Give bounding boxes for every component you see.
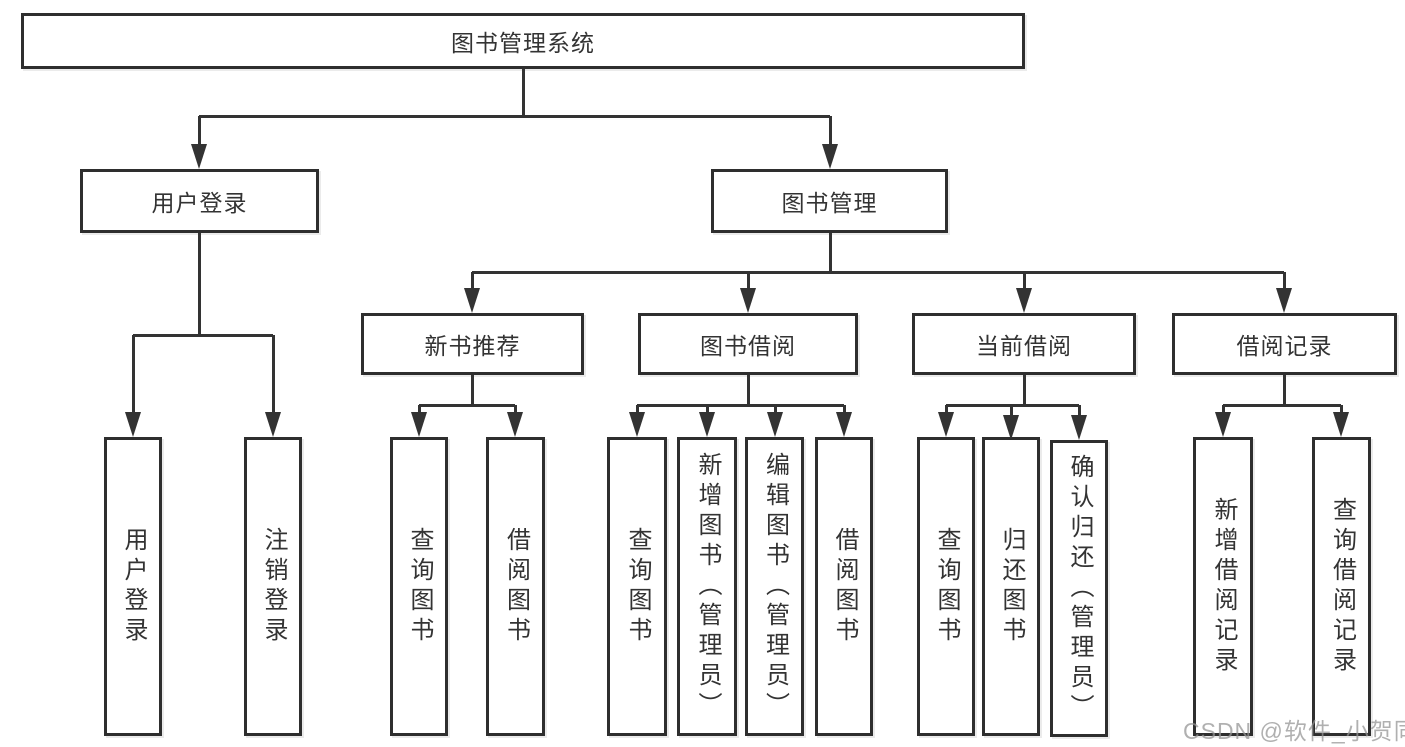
- leaf-add-borrow-record: 新增借阅记录: [1193, 437, 1253, 736]
- node-library-management-system: 图书管理系统: [21, 13, 1025, 69]
- node-label: 图书借阅: [700, 333, 796, 359]
- node-user-login-branch: 用户登录: [80, 169, 319, 233]
- node-label: 借阅记录: [1236, 333, 1333, 359]
- leaf-edit-books-admin: 编辑图书（管理员）: [745, 437, 804, 736]
- node-label: 新增借阅记录: [1210, 496, 1237, 677]
- arrowhead-down-icon: [822, 144, 838, 169]
- connector-line: [198, 233, 201, 335]
- connector-line: [829, 233, 832, 272]
- connector-line: [272, 335, 275, 419]
- node-book-management-branch: 图书管理: [711, 169, 948, 233]
- arrowhead-down-icon: [1071, 415, 1087, 440]
- leaf-borrow-books-1: 借阅图书: [486, 437, 545, 736]
- node-label: 查询图书: [933, 526, 960, 647]
- node-label: 用户登录: [151, 190, 248, 216]
- arrowhead-down-icon: [411, 412, 427, 437]
- node-book-borrowing: 图书借阅: [638, 313, 858, 375]
- connector-line: [1078, 405, 1081, 422]
- arrowhead-down-icon: [938, 412, 954, 437]
- leaf-return-books: 归还图书: [982, 437, 1040, 736]
- node-label: 用户登录: [120, 526, 147, 647]
- connector-line: [419, 404, 515, 407]
- node-label: 查询图书: [406, 526, 433, 647]
- arrowhead-down-icon: [1016, 288, 1032, 313]
- node-label: 当前借阅: [976, 333, 1072, 359]
- connector-line: [747, 272, 750, 295]
- arrowhead-down-icon: [464, 288, 480, 313]
- node-label: 查询图书: [624, 526, 651, 647]
- watermark-text: CSDN @软件_小贺同学: [1183, 718, 1405, 744]
- connector-line: [471, 375, 474, 405]
- connector-line: [637, 404, 844, 407]
- node-new-book-recommend: 新书推荐: [361, 313, 584, 375]
- arrowhead-down-icon: [191, 144, 207, 169]
- node-label: 新书推荐: [424, 333, 521, 359]
- connector-line: [198, 116, 201, 151]
- node-label: 编辑图书（管理员）: [761, 451, 789, 722]
- leaf-add-books-admin: 新增图书（管理员）: [677, 437, 737, 736]
- connector-line: [747, 375, 750, 405]
- node-borrowing-records: 借阅记录: [1172, 313, 1397, 375]
- leaf-user-login: 用户登录: [104, 437, 162, 736]
- node-current-borrowing: 当前借阅: [912, 313, 1136, 375]
- node-label: 新增图书（管理员）: [694, 451, 721, 722]
- arrowhead-down-icon: [1003, 415, 1019, 440]
- connector-line: [1223, 404, 1341, 407]
- node-label: 归还图书: [998, 526, 1025, 647]
- connector-line: [829, 116, 832, 151]
- arrowhead-down-icon: [836, 412, 852, 437]
- arrowhead-down-icon: [265, 412, 281, 437]
- leaf-logout: 注销登录: [244, 437, 302, 736]
- connector-line: [522, 69, 525, 116]
- connector-line: [132, 335, 135, 419]
- node-label: 图书管理系统: [451, 30, 595, 56]
- node-label: 借阅图书: [502, 526, 530, 647]
- node-label: 图书管理: [781, 190, 878, 216]
- leaf-query-books-3: 查询图书: [917, 437, 975, 736]
- arrowhead-down-icon: [1333, 412, 1349, 437]
- arrowhead-down-icon: [767, 412, 783, 437]
- connector-line: [1023, 272, 1026, 295]
- connector-line: [472, 271, 1284, 274]
- node-label: 查询借阅记录: [1328, 496, 1356, 677]
- leaf-query-books-2: 查询图书: [607, 437, 667, 736]
- connector-line: [1010, 405, 1013, 422]
- arrowhead-down-icon: [740, 288, 756, 313]
- node-label: 确认归还（管理员）: [1066, 453, 1093, 724]
- leaf-borrow-books-2: 借阅图书: [815, 437, 873, 736]
- leaf-confirm-return-admin: 确认归还（管理员）: [1050, 440, 1108, 737]
- arrowhead-down-icon: [125, 412, 141, 437]
- connector-line: [133, 334, 273, 337]
- arrowhead-down-icon: [507, 412, 523, 437]
- connector-line: [1283, 375, 1286, 405]
- connector-line: [1283, 272, 1286, 295]
- node-label: 注销登录: [260, 526, 287, 647]
- connector-line: [471, 272, 474, 295]
- node-label: 借阅图书: [831, 526, 858, 647]
- arrowhead-down-icon: [1276, 288, 1292, 313]
- arrowhead-down-icon: [1215, 412, 1231, 437]
- leaf-query-borrow-record: 查询借阅记录: [1312, 437, 1371, 736]
- arrowhead-down-icon: [629, 412, 645, 437]
- leaf-query-books-1: 查询图书: [390, 437, 448, 736]
- connector-line: [199, 115, 830, 118]
- connector-line: [1023, 375, 1026, 405]
- arrowhead-down-icon: [699, 412, 715, 437]
